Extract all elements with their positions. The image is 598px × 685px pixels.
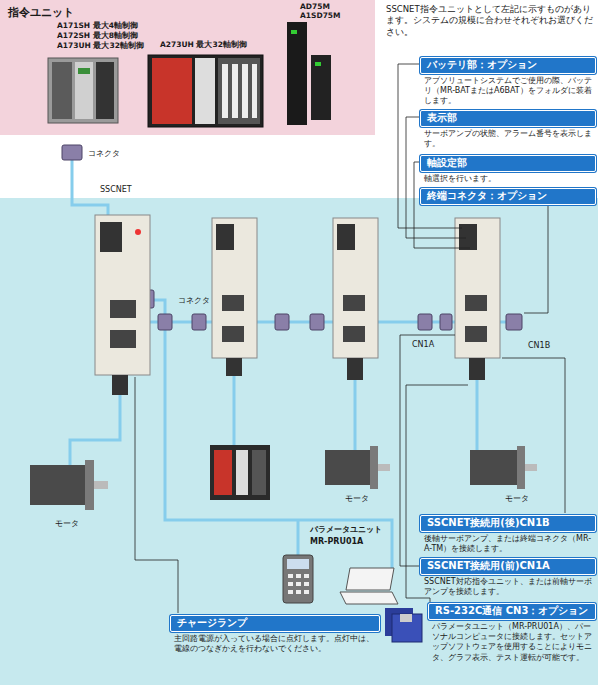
callout-box: バッテリ部：オプションアブソリュートシステムでご使用の際、バッテリ（MR-BAT… — [420, 57, 596, 107]
callout-body: 軸選択を行います。 — [420, 172, 596, 184]
servo-amplifier — [333, 218, 378, 380]
callout-heading: チャージランプ — [170, 615, 380, 632]
model-name: A273UH 最大32軸制御 — [160, 40, 247, 49]
servo-motor — [325, 446, 390, 489]
servo-motor — [470, 446, 537, 489]
servo-amplifier — [455, 218, 500, 380]
connector-label: コネクタ — [88, 149, 120, 158]
callout-box: 終端コネクタ：オプション — [420, 188, 596, 205]
callout-box: 表示部サーボアンプの状態、アラーム番号を表示します。 — [420, 110, 596, 149]
connector-symbol — [62, 145, 82, 160]
command-panel-ground — [0, 0, 375, 135]
motor-label: モータ — [345, 494, 369, 504]
servo-amplifier — [212, 218, 257, 376]
callout-box: 軸設定部軸選択を行います。 — [420, 155, 596, 184]
callout-heading: 軸設定部 — [420, 155, 596, 172]
note-text: SSCNET指令ユニットとして左記に示すものがあります。システムの規模に合わせそ… — [386, 4, 594, 38]
callout-body: サーボアンプの状態、アラーム番号を表示します。 — [420, 127, 596, 150]
ad75m-unit — [287, 22, 331, 125]
floppy-disks — [385, 608, 422, 642]
unit-name: パラメータユニット — [310, 525, 382, 535]
motor-label: モータ — [55, 519, 79, 529]
model-name: A171SH 最大4軸制御 — [57, 21, 138, 30]
callout-box: チャージランプ主回路電源が入っている場合に点灯します。点灯中は、電線のつなぎかえ… — [170, 615, 380, 654]
model-name: A1SD75M — [300, 11, 341, 20]
callout-heading: バッテリ部：オプション — [420, 57, 596, 74]
callout-body: SSCNET対応指令ユニット、または前軸サーボアンプを接続します。 — [420, 575, 596, 598]
callout-body: アブソリュートシステムでご使用の際、バッテリ（MR-BATまたはA6BAT）をフ… — [420, 74, 596, 107]
callout-heading: 表示部 — [420, 110, 596, 127]
parameter-unit — [283, 555, 313, 603]
callout-heading: SSCNET接続用(前)CN1A — [420, 558, 596, 575]
callout-body: パラメータユニット（MR-PRU01A）、パーソナルコンピュータに接続します。セ… — [428, 620, 596, 664]
callout-box: SSCNET接続用(後)CN1B後軸サーボアンプ、または終端コネクタ（MR-A-… — [420, 515, 596, 554]
callout-heading: RS-232C通信 CN3：オプション — [428, 603, 596, 620]
model-number: MR-PRU01A — [310, 537, 363, 547]
a273uh-unit — [148, 55, 263, 127]
servo-motor — [30, 460, 108, 510]
servo-amplifier — [95, 215, 150, 395]
model-name: AD75M — [300, 2, 330, 11]
port-label: CN1B — [528, 341, 550, 351]
model-name: A172SH 最大8軸制御 — [57, 31, 138, 40]
callout-box: SSCNET接続用(前)CN1ASSCNET対応指令ユニット、または前軸サーボア… — [420, 558, 596, 597]
callout-box: RS-232C通信 CN3：オプションパラメータユニット（MR-PRU01A）、… — [428, 603, 596, 663]
command-unit-panel: 指令ユニット — [0, 0, 375, 135]
callout-heading: 終端コネクタ：オプション — [420, 188, 596, 205]
model-name: A173UH 最大32軸制御 — [57, 41, 144, 50]
callout-body: 主回路電源が入っている場合に点灯します。点灯中は、電線のつなぎかえを行わないでく… — [170, 632, 380, 655]
a171sh-unit — [48, 58, 118, 123]
connector-label: コネクタ — [178, 296, 210, 305]
port-label: CN1A — [412, 340, 434, 350]
callout-heading: SSCNET接続用(後)CN1B — [420, 515, 596, 532]
programmable-controller — [210, 445, 270, 500]
callout-body: 後軸サーボアンプ、または終端コネクタ（MR-A-TM）を接続します。 — [420, 532, 596, 555]
motor-label: モータ — [505, 494, 529, 504]
personal-computer — [340, 568, 398, 604]
system-ground — [0, 198, 598, 685]
bus-label: SSCNET — [100, 185, 132, 195]
